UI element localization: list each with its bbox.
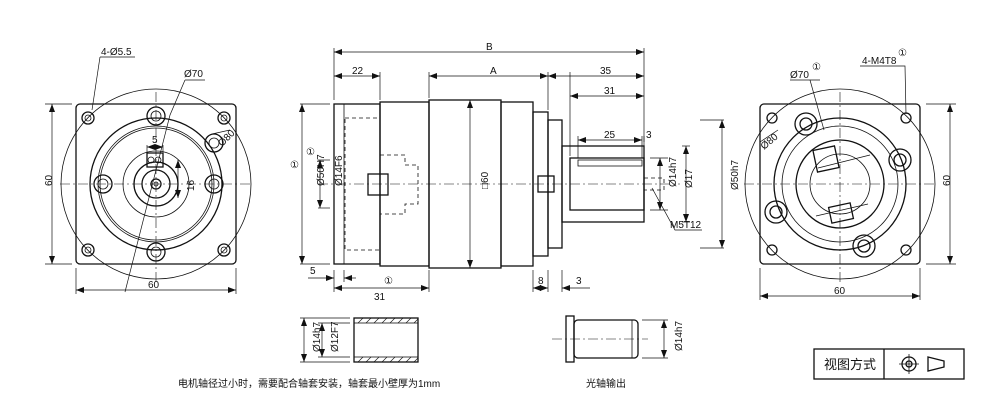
left-view: 4-Ø5.5 Ø70 Ø80 5 16 60 60: [44, 47, 252, 294]
pilot-dia-label: Ø17: [684, 169, 695, 188]
depth31-circled: ①: [384, 276, 393, 287]
right-clamp-a: [812, 145, 840, 173]
gap3-label: 3: [576, 276, 582, 287]
left-pilot-label: Ø70: [184, 69, 203, 80]
shaft-dia-label-2: Ø14h7: [674, 321, 685, 351]
key-offset-label: 3: [646, 130, 652, 141]
projection-symbol-box: 视图方式: [813, 348, 965, 380]
sleeve-outline: [353, 317, 419, 363]
right-pilot-circled: ①: [812, 62, 821, 73]
flange8-label: 8: [538, 276, 544, 287]
right-view: Ø70 ① 4-M4T8 ① Ø80 60 60: [744, 48, 956, 300]
right-pcd-label: Ø80: [759, 131, 781, 152]
body-length-label: A: [490, 66, 497, 77]
projection-label: 视图方式: [824, 357, 876, 372]
square-label: □60: [480, 171, 491, 189]
shaft-length2-label: 31: [604, 86, 616, 97]
input-shaft-label: Ø14F6: [334, 155, 345, 186]
sleeve-note: 电机轴径过小时，需要配合轴套安装，轴套最小壁厚为1mm: [178, 377, 440, 390]
right-pilot-label: Ø70: [790, 70, 809, 81]
left-shaft-height-label: 16: [186, 179, 197, 191]
output-keyway: [577, 159, 643, 167]
input-bore-label: Ø50H7: [316, 154, 327, 186]
sleeve-view: Ø14h7 Ø12F7 电机轴径过小时，需要配合轴套安装，轴套最小壁厚为1mm: [178, 317, 440, 390]
right-thread-label: 4-M4T8: [862, 56, 897, 67]
projection-circle-icon: [899, 354, 919, 374]
left-corner-holes: [81, 111, 231, 257]
shaft-dia-label: Ø14h7: [668, 157, 679, 187]
input-shaft-circled: ①: [306, 147, 315, 158]
flange-length-label: 22: [352, 66, 364, 77]
key-length-label: 25: [604, 130, 616, 141]
input-bore-circled: ①: [290, 160, 299, 171]
sleeve-outer-label: Ø14h7: [312, 322, 323, 352]
depth5-label: 5: [310, 266, 316, 277]
left-height-label: 60: [44, 174, 55, 186]
side-view: B A 22 35 31 25 3 Ø50H7 ① Ø14F6 ① □60 Ø1…: [290, 42, 741, 303]
shaft-caption: 光轴输出: [586, 377, 626, 390]
left-holes-label: 4-Ø5.5: [101, 47, 132, 58]
input-shaft-key: [367, 173, 389, 196]
sleeve-inner-label: Ø12F7: [330, 321, 341, 352]
right-height-label: 60: [942, 174, 953, 186]
projection-cone-icon: [927, 356, 945, 372]
shaft-length-label: 35: [600, 66, 612, 77]
depth31-label: 31: [374, 292, 386, 303]
output-shaft-view: Ø14h7 光轴输出: [552, 315, 685, 390]
right-clamp-b: [827, 202, 855, 224]
left-width-label: 60: [148, 280, 160, 291]
thread-label: M5T12: [670, 220, 702, 231]
left-key-label: 5: [152, 135, 158, 146]
overall-length-label: B: [486, 42, 493, 53]
right-corner-holes: [766, 112, 912, 256]
right-width-label: 60: [834, 286, 846, 297]
right-pcd-holes: [764, 112, 912, 258]
output-pilot-label: Ø50h7: [730, 160, 741, 190]
right-thread-circled: ①: [898, 48, 907, 59]
left-key-slot: [146, 152, 164, 168]
left-key-screw-a: [147, 156, 155, 164]
